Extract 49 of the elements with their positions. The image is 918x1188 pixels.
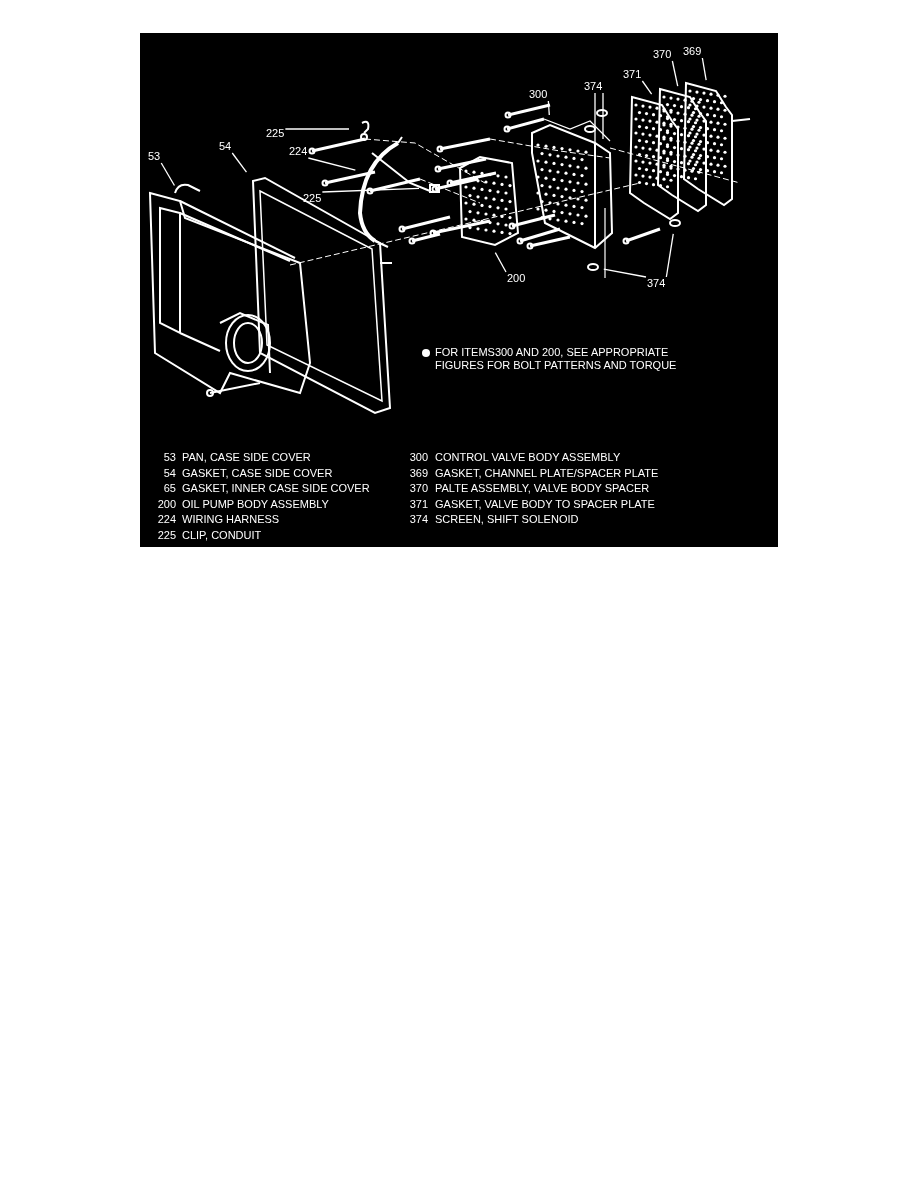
part-description: GASKET, CHANNEL PLATE/SPACER PLATE <box>435 466 659 480</box>
item-number: 374 <box>408 513 428 526</box>
part-description: OIL PUMP BODY ASSEMBLY <box>182 497 329 511</box>
part-description: GASKET, VALVE BODY TO SPACER PLATE <box>435 497 655 511</box>
leader-line <box>231 152 248 173</box>
leader-line <box>603 268 647 278</box>
part-description: SCREEN, SHIFT SOLENOID <box>435 513 579 526</box>
callout-number: 200 <box>506 272 527 285</box>
part-description: PAN, CASE SIDE COVER <box>182 451 311 464</box>
part-description: CLIP, CONDUIT <box>182 528 262 542</box>
part-description: WIRING HARNESS <box>182 513 280 526</box>
leader-line <box>602 92 604 140</box>
item-number: 54 <box>162 466 176 480</box>
item-number: 300 <box>408 451 428 464</box>
leader-line <box>641 80 653 95</box>
item-number: 65 <box>162 482 176 495</box>
item-number: 369 <box>408 466 428 480</box>
leader-line <box>160 162 176 187</box>
callout-number: 371 <box>622 68 643 81</box>
item-number: 225 <box>156 528 176 542</box>
part-description: GASKET, INNER CASE SIDE COVER <box>182 482 370 495</box>
callout-number: 300 <box>528 88 549 101</box>
leader-line <box>307 157 356 171</box>
leader-line <box>494 252 507 273</box>
part-description: PALTE ASSEMBLY, VALVE BODY SPACER <box>435 482 650 495</box>
callout-number: 225 <box>265 127 286 140</box>
leader-line <box>594 92 596 149</box>
leader-line <box>321 187 420 193</box>
leader-line <box>671 60 679 87</box>
leader-line <box>284 128 350 130</box>
callout-number: 225 <box>302 192 323 205</box>
callout-number: 54 <box>218 140 233 153</box>
note-text: FOR ITEMS300 AND 200, SEE APPROPRIATE FIGURES FOR BOLT PATTERNS AND TORQUE <box>435 346 678 372</box>
item-number: 53 <box>162 451 176 464</box>
callout-number: 374 <box>583 80 604 93</box>
leader-line <box>547 100 550 116</box>
callout-number: 369 <box>682 45 703 58</box>
callout-number: 224 <box>288 145 309 158</box>
callout-number: 370 <box>652 48 673 61</box>
item-number: 224 <box>156 513 176 526</box>
leader-line <box>701 57 707 81</box>
item-number: 371 <box>408 497 428 511</box>
item-number: 200 <box>156 497 176 511</box>
leader-line <box>665 233 674 278</box>
callout-number: 374 <box>646 277 667 290</box>
item-number: 370 <box>408 482 428 495</box>
callout-number: 53 <box>147 150 162 163</box>
part-description: GASKET, CASE SIDE COVER <box>182 466 333 480</box>
part-description: CONTROL VALVE BODY ASSEMBLY <box>435 451 621 464</box>
